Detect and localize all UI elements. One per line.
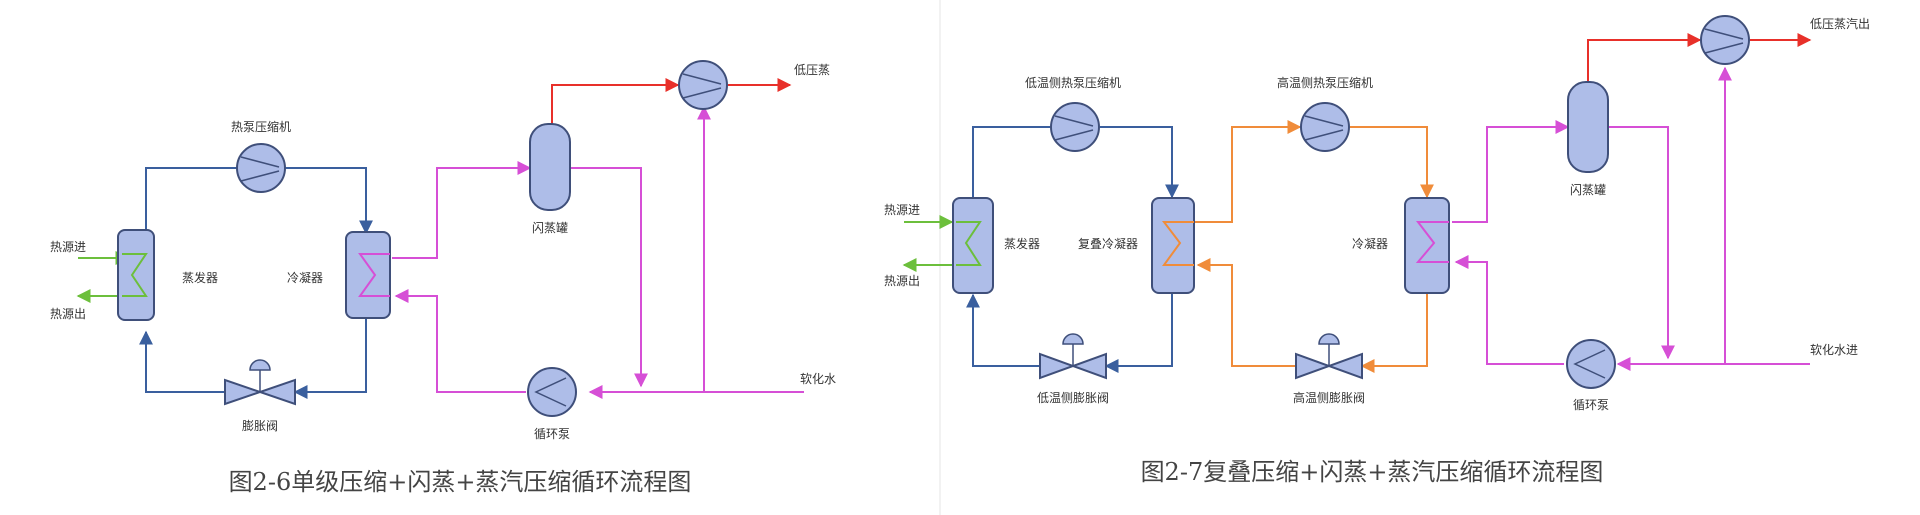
fig1-heat-in-label: 热源进 bbox=[50, 240, 86, 254]
fig1-condenser bbox=[345, 231, 391, 319]
fig1-heat-out-label: 热源出 bbox=[50, 307, 86, 321]
figure-2-6: 热泵压缩机 热源进 热源出 蒸发器 冷凝器 闪蒸罐 低压蒸 软化水 膨胀阀 循环… bbox=[50, 60, 836, 496]
fig2-line-flash-to-steam-compressor bbox=[1587, 33, 1702, 85]
fig2-condenser bbox=[1404, 197, 1450, 294]
fig1-circulation-pump bbox=[527, 367, 577, 417]
fig2-softened-water-label: 软化水进 bbox=[1810, 343, 1858, 357]
fig1-line-condenser-to-flash bbox=[392, 161, 532, 259]
fig2-steam-compressor bbox=[1700, 15, 1750, 65]
figure-2-7: 低温侧热泵压缩机 高温侧热泵压缩机 热源进 热源出 蒸发器 复叠冷凝器 冷凝器 … bbox=[884, 15, 1870, 486]
fig1-heat-pump-compressor bbox=[236, 143, 286, 193]
fig2-high-temp-valve bbox=[1295, 333, 1363, 380]
fig1-valve-label: 膨胀阀 bbox=[242, 419, 278, 433]
fig2-line-evap-to-low-compressor bbox=[972, 126, 1050, 198]
fig2-flash-tank-label: 闪蒸罐 bbox=[1570, 183, 1606, 197]
fig2-line-condenser-to-high-valve bbox=[1360, 290, 1428, 373]
fig1-line-pump-to-condenser bbox=[394, 289, 526, 393]
fig2-low-compressor-label: 低温侧热泵压缩机 bbox=[1025, 75, 1121, 90]
fig1-line-compressor-to-condenser bbox=[285, 167, 373, 235]
fig1-line-evap-to-compressor bbox=[145, 167, 237, 240]
fig2-condenser-label: 冷凝器 bbox=[1352, 236, 1388, 251]
fig2-line-high-compressor-to-condenser bbox=[1350, 126, 1434, 199]
fig1-caption: 图2-6单级压缩+闪蒸+蒸汽压缩循环流程图 bbox=[229, 468, 692, 496]
fig1-evaporator-label: 蒸发器 bbox=[182, 270, 218, 285]
fig1-condenser-label: 冷凝器 bbox=[287, 270, 323, 285]
fig2-caption: 图2-7复叠压缩+闪蒸+蒸汽压缩循环流程图 bbox=[1141, 458, 1604, 486]
fig1-softened-water-label: 软化水 bbox=[800, 372, 836, 386]
fig2-pump-label: 循环泵 bbox=[1573, 398, 1609, 412]
fig2-flash-tank bbox=[1567, 81, 1609, 173]
fig2-line-condenser-to-flash bbox=[1452, 120, 1570, 223]
fig1-evaporator bbox=[117, 229, 155, 321]
fig2-circulation-pump bbox=[1566, 339, 1616, 389]
fig2-high-valve-label: 高温侧膨胀阀 bbox=[1293, 390, 1365, 405]
fig2-line-high-valve-to-cascade bbox=[1196, 258, 1296, 367]
fig2-low-temp-valve bbox=[1039, 333, 1107, 380]
fig2-line-low-compressor-to-cascade bbox=[1100, 126, 1179, 199]
fig1-flash-tank bbox=[529, 123, 571, 211]
fig2-heat-out-label: 热源出 bbox=[884, 274, 920, 288]
fig2-evaporator bbox=[952, 197, 994, 294]
fig2-high-temp-compressor bbox=[1300, 102, 1350, 152]
fig1-steam-out-label: 低压蒸 bbox=[794, 63, 830, 77]
fig2-line-low-valve-to-evap bbox=[966, 293, 1040, 367]
fig1-line-valve-to-evap bbox=[139, 330, 225, 393]
fig2-line-flash-to-pump-junction bbox=[1608, 126, 1675, 360]
fig1-expansion-valve bbox=[224, 359, 296, 406]
fig1-line-condenser-to-valve bbox=[293, 318, 367, 399]
fig1-flash-tank-label: 闪蒸罐 bbox=[532, 221, 568, 235]
fig2-evaporator-label: 蒸发器 bbox=[1004, 236, 1040, 251]
fig2-low-valve-label: 低温侧膨胀阀 bbox=[1037, 391, 1109, 405]
fig2-steam-out-label: 低压蒸汽出 bbox=[1810, 16, 1870, 31]
fig1-line-flash-to-steam-compressor bbox=[551, 78, 680, 130]
fig1-line-flash-to-pump-junction bbox=[552, 167, 648, 388]
fig2-line-cascade-to-high-compressor bbox=[1195, 120, 1302, 223]
fig1-pump-label: 循环泵 bbox=[534, 427, 570, 441]
fig2-heat-in-label: 热源进 bbox=[884, 203, 920, 217]
fig2-high-compressor-label: 高温侧热泵压缩机 bbox=[1277, 75, 1373, 90]
fig2-line-cascade-to-low-valve bbox=[1104, 290, 1173, 373]
fig2-low-temp-compressor bbox=[1050, 102, 1100, 152]
fig2-cascade-condenser-label: 复叠冷凝器 bbox=[1078, 236, 1138, 251]
fig2-cascade-condenser bbox=[1151, 197, 1195, 294]
fig2-line-pump-to-condenser bbox=[1454, 255, 1564, 365]
fig1-steam-compressor bbox=[678, 60, 728, 110]
fig1-compressor-label: 热泵压缩机 bbox=[231, 119, 291, 134]
